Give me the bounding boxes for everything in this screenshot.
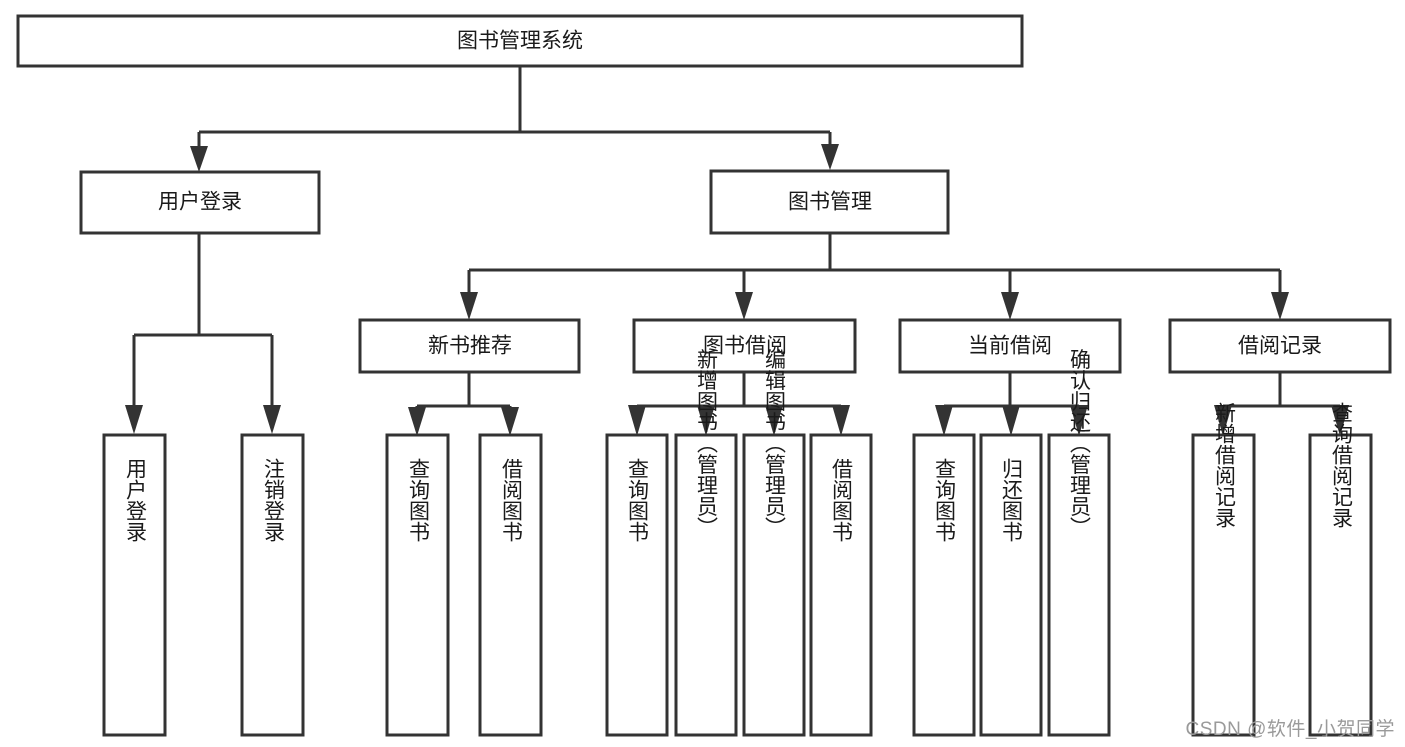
node-leaf-query-book-3-box[interactable]	[912, 433, 976, 737]
node-new-book-recommend-label: 新书推荐	[428, 335, 512, 358]
node-leaf-query-book-1[interactable]: 查询图书	[385, 433, 450, 737]
node-leaf-add-book-box[interactable]	[674, 433, 738, 737]
node-user-login-box[interactable]	[79, 170, 321, 235]
node-leaf-add-record-label: 新增借阅记录	[1213, 402, 1237, 528]
node-leaf-borrow-book-1-label: 借阅图书	[500, 458, 524, 542]
node-leaf-add-book[interactable]: 新增图书（管理员）	[674, 349, 738, 737]
node-book-borrow-label: 图书借阅	[703, 335, 787, 358]
node-leaf-query-book-3[interactable]: 查询图书	[912, 433, 976, 737]
node-leaf-edit-book-label: 编辑图书（管理员）	[763, 349, 787, 538]
node-leaf-add-record-box[interactable]	[1191, 433, 1256, 737]
node-leaf-user-login-label: 用户登录	[124, 458, 148, 542]
node-leaf-query-book-3-label: 查询图书	[933, 458, 957, 542]
node-root-label: 图书管理系统	[457, 30, 583, 53]
node-leaf-user-logout[interactable]: 注销登录	[240, 433, 305, 737]
node-current-borrow[interactable]: 当前借阅	[898, 318, 1122, 374]
node-leaf-query-book-2[interactable]: 查询图书	[605, 433, 669, 737]
node-leaf-confirm-return[interactable]: 确认归还（管理员）	[1047, 349, 1111, 737]
node-leaf-borrow-book-1[interactable]: 借阅图书	[478, 433, 543, 737]
arrow-leaf-borrow-book-1	[501, 407, 519, 436]
arrow-leaf-user-logout	[263, 405, 281, 434]
node-book-management-label: 图书管理	[788, 191, 872, 214]
node-leaf-add-record[interactable]: 新增借阅记录	[1191, 402, 1256, 737]
arrow-leaf-borrow-book-2	[832, 405, 850, 436]
node-new-book-recommend-box[interactable]	[358, 318, 581, 374]
node-current-borrow-box[interactable]	[898, 318, 1122, 374]
node-new-book-recommend[interactable]: 新书推荐	[358, 318, 581, 374]
node-leaf-return-book-box[interactable]	[979, 433, 1043, 737]
node-book-borrow[interactable]: 图书借阅	[632, 318, 857, 374]
node-leaf-return-book-label: 归还图书	[1000, 458, 1024, 542]
node-root-box[interactable]	[16, 14, 1024, 68]
node-leaf-user-login[interactable]: 用户登录	[102, 433, 167, 737]
node-leaf-edit-book[interactable]: 编辑图书（管理员）	[742, 349, 806, 737]
arrow-leaf-add-book	[697, 405, 715, 436]
arrow-to-new-book-recommend	[460, 292, 478, 320]
arrow-to-book-borrow	[735, 292, 753, 320]
node-leaf-user-logout-box[interactable]	[240, 433, 305, 737]
arrow-to-book-management	[821, 144, 839, 170]
node-leaf-query-book-2-box[interactable]	[605, 433, 669, 737]
arrow-leaf-query-book-2	[628, 405, 646, 436]
node-leaf-borrow-book-2-label: 借阅图书	[830, 458, 854, 542]
arrow-leaf-edit-book	[765, 405, 783, 436]
node-leaf-query-book-1-label: 查询图书	[407, 458, 431, 542]
arrow-leaf-return-book	[1002, 405, 1020, 436]
arrow-leaf-confirm-return	[1070, 405, 1088, 436]
node-book-borrow-box[interactable]	[632, 318, 857, 374]
node-leaf-query-record-box[interactable]	[1308, 433, 1373, 737]
node-book-management[interactable]: 图书管理	[709, 169, 950, 235]
node-book-management-box[interactable]	[709, 169, 950, 235]
arrow-leaf-query-record	[1331, 405, 1349, 436]
node-leaf-edit-book-box[interactable]	[742, 433, 806, 737]
node-leaf-confirm-return-label: 确认归还（管理员）	[1068, 349, 1092, 538]
node-leaf-user-logout-label: 注销登录	[262, 458, 286, 542]
node-leaf-return-book[interactable]: 归还图书	[979, 433, 1043, 737]
node-leaf-query-book-2-label: 查询图书	[626, 458, 650, 542]
arrow-leaf-query-book-1	[408, 407, 426, 436]
arrow-leaf-user-login	[125, 405, 143, 434]
arrow-leaf-add-record	[1214, 405, 1232, 436]
node-leaf-add-book-label: 新增图书（管理员）	[695, 349, 719, 538]
watermark: CSDN @软件_小贺同学	[1185, 719, 1395, 740]
arrow-to-borrow-record	[1271, 292, 1289, 320]
node-borrow-record-label: 借阅记录	[1238, 335, 1322, 358]
node-leaf-borrow-book-2[interactable]: 借阅图书	[809, 433, 873, 737]
node-borrow-record[interactable]: 借阅记录	[1168, 318, 1392, 374]
node-leaf-borrow-book-2-box[interactable]	[809, 433, 873, 737]
node-user-login[interactable]: 用户登录	[79, 170, 321, 235]
node-leaf-confirm-return-box[interactable]	[1047, 433, 1111, 737]
node-leaf-query-record-label: 查询借阅记录	[1330, 402, 1354, 528]
node-leaf-query-book-1-box[interactable]	[385, 433, 450, 737]
node-borrow-record-box[interactable]	[1168, 318, 1392, 374]
node-current-borrow-label: 当前借阅	[968, 335, 1052, 358]
node-leaf-user-login-box[interactable]	[102, 433, 167, 737]
node-user-login-label: 用户登录	[158, 191, 242, 214]
node-leaf-borrow-book-1-box[interactable]	[478, 433, 543, 737]
arrow-to-current-borrow	[1001, 292, 1019, 320]
connector-layer	[125, 66, 1349, 436]
arrow-to-user-login	[190, 146, 208, 172]
node-root[interactable]: 图书管理系统	[16, 14, 1024, 68]
node-leaf-query-record[interactable]: 查询借阅记录	[1308, 402, 1373, 737]
arrow-leaf-query-book-3	[935, 405, 953, 436]
